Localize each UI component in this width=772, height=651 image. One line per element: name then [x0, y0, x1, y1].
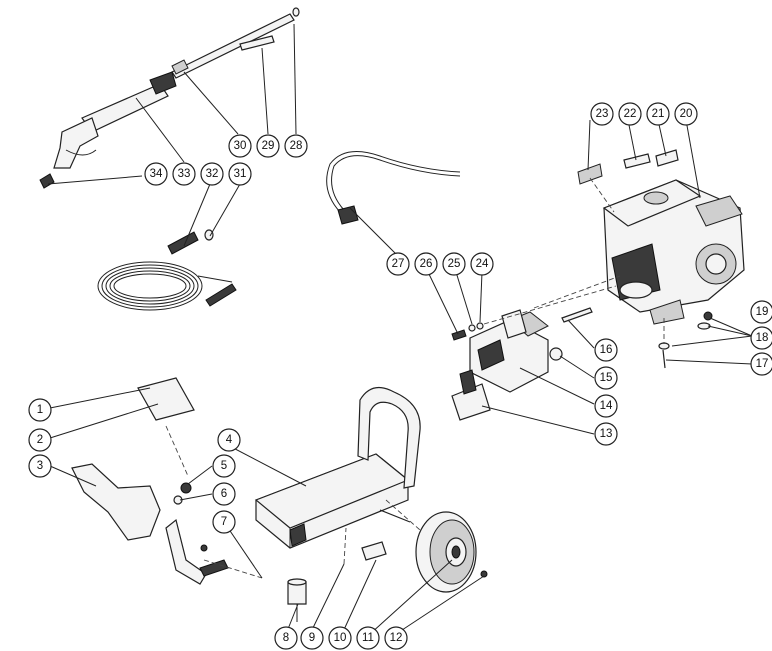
svg-text:7: 7: [221, 516, 227, 528]
callout-7: 7: [212, 510, 236, 534]
callout-33: 33: [172, 162, 196, 186]
pump: [451, 309, 563, 421]
svg-text:14: 14: [600, 400, 613, 412]
callout-31: 31: [228, 162, 252, 186]
svg-text:1: 1: [37, 404, 43, 416]
svg-text:17: 17: [756, 358, 769, 370]
svg-text:26: 26: [420, 258, 433, 270]
svg-text:20: 20: [680, 108, 693, 120]
svg-text:23: 23: [596, 108, 609, 120]
svg-text:5: 5: [221, 460, 227, 472]
callout-18: 18: [750, 326, 772, 350]
decal-plate: [137, 377, 387, 561]
foot-pad: [287, 578, 307, 622]
axle-bolt: [379, 509, 488, 578]
svg-text:19: 19: [756, 306, 769, 318]
svg-text:6: 6: [221, 488, 227, 500]
svg-text:10: 10: [334, 632, 347, 644]
callout-16: 16: [594, 338, 618, 362]
alignment-lines: [165, 177, 665, 579]
callout-14: 14: [594, 394, 618, 418]
callout-11: 11: [356, 626, 380, 650]
callout-3: 3: [28, 454, 52, 478]
callout-8: 8: [274, 626, 298, 650]
svg-text:32: 32: [206, 168, 219, 180]
callout-1: 1: [28, 398, 52, 422]
callout-2: 2: [28, 428, 52, 452]
callout-32: 32: [200, 162, 224, 186]
callout-22: 22: [618, 102, 642, 126]
svg-text:15: 15: [600, 372, 613, 384]
callout-21: 21: [646, 102, 670, 126]
callout-4: 4: [217, 428, 241, 452]
callout-26: 26: [414, 252, 438, 276]
callout-9: 9: [300, 626, 324, 650]
svg-text:8: 8: [283, 632, 289, 644]
callout-28: 28: [284, 134, 308, 158]
callout-15: 15: [594, 366, 618, 390]
svg-text:28: 28: [290, 140, 303, 152]
high-pressure-hose: [97, 229, 237, 311]
callout-20: 20: [674, 102, 698, 126]
svg-text:33: 33: [178, 168, 191, 180]
svg-text:22: 22: [624, 108, 637, 120]
callout-23: 23: [590, 102, 614, 126]
svg-text:3: 3: [37, 460, 43, 472]
callout-25: 25: [442, 252, 466, 276]
callout-6: 6: [212, 482, 236, 506]
callout-10: 10: [328, 626, 352, 650]
svg-text:27: 27: [392, 258, 405, 270]
callout-30: 30: [228, 134, 252, 158]
svg-text:29: 29: [262, 140, 275, 152]
garden-hose: [326, 151, 461, 225]
callout-29: 29: [256, 134, 280, 158]
pump-hardware: [451, 307, 713, 369]
svg-text:2: 2: [37, 434, 43, 446]
callout-34: 34: [144, 162, 168, 186]
frame-deck: [254, 453, 410, 549]
wheel: [415, 511, 477, 593]
svg-text:31: 31: [234, 168, 247, 180]
svg-text:18: 18: [756, 332, 769, 344]
svg-text:13: 13: [600, 428, 613, 440]
callout-17: 17: [750, 352, 772, 376]
engine: [602, 179, 745, 325]
callout-5: 5: [212, 454, 236, 478]
svg-text:21: 21: [652, 108, 665, 120]
engine-decals: [577, 149, 679, 185]
leader-lines: [47, 23, 753, 635]
decal-strip: [239, 35, 275, 51]
svg-text:24: 24: [476, 258, 489, 270]
svg-text:11: 11: [362, 632, 374, 644]
callout-13: 13: [594, 422, 618, 446]
callout-27: 27: [386, 252, 410, 276]
svg-text:4: 4: [226, 434, 233, 446]
frame-handle: [357, 386, 421, 489]
svg-text:12: 12: [390, 632, 403, 644]
svg-text:34: 34: [150, 168, 163, 180]
callout-12: 12: [384, 626, 408, 650]
svg-text:16: 16: [600, 344, 613, 356]
callout-19: 19: [750, 300, 772, 324]
callout-24: 24: [470, 252, 494, 276]
gun-holder-bracket: [71, 463, 229, 585]
svg-text:25: 25: [448, 258, 461, 270]
svg-text:30: 30: [234, 140, 247, 152]
svg-text:9: 9: [309, 632, 315, 644]
spray-lance: [171, 7, 300, 79]
spray-gun: [39, 71, 177, 189]
callouts: 1 2 3 4 5 6 7 8 9 10 11 12 13 14 15 16 1…: [28, 102, 772, 650]
